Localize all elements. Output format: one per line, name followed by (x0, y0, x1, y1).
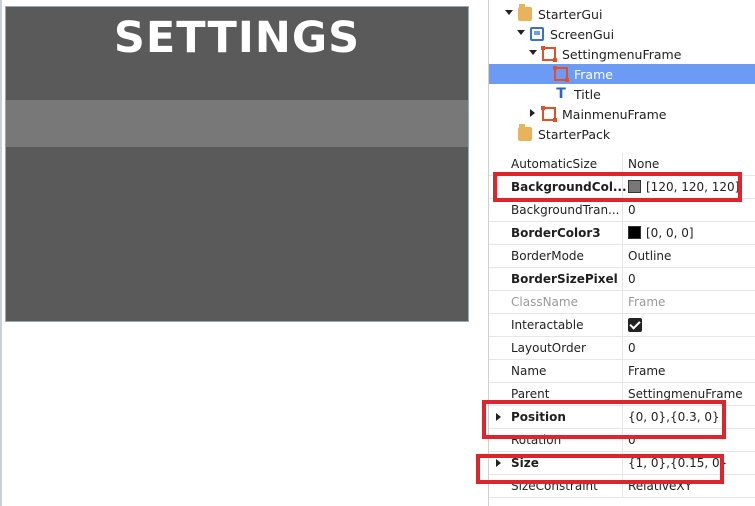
property-value-text: [120, 120, 120] (646, 180, 740, 194)
column-divider (622, 406, 623, 429)
property-name: BorderMode (511, 249, 584, 263)
property-value[interactable]: 0 (628, 272, 636, 286)
property-value[interactable]: [0, 0, 0] (628, 226, 753, 240)
property-value[interactable]: Frame (628, 364, 666, 378)
highlight-position (482, 400, 726, 439)
property-row-name[interactable]: Name Frame (489, 360, 755, 383)
selected-frame[interactable] (6, 100, 468, 147)
game-viewport[interactable]: SETTINGS (0, 0, 488, 506)
property-row-interactable[interactable]: Interactable (489, 314, 755, 337)
highlight-size (476, 454, 724, 484)
property-row-layoutorder[interactable]: LayoutOrder 0 (489, 337, 755, 360)
chevron-right-icon[interactable] (496, 413, 501, 421)
chevron-down-icon[interactable] (505, 10, 513, 15)
property-value[interactable]: {0, 0},{0.3, 0} (628, 410, 720, 424)
folder-icon (518, 4, 532, 21)
tree-item-label: ScreenGui (550, 27, 615, 42)
tree-item-screengui[interactable]: ScreenGui (489, 24, 755, 44)
tree-item-label: StarterPack (538, 127, 611, 142)
tree-item-label: MainmenuFrame (562, 107, 667, 122)
column-divider (622, 222, 623, 245)
properties-panel: AutomaticSize None BackgroundCol... [120… (488, 143, 755, 506)
property-value[interactable]: 0 (628, 203, 636, 217)
property-name: BorderColor3 (511, 226, 601, 240)
tree-item-mainmenuframe[interactable]: MainmenuFrame (489, 104, 755, 124)
column-divider (622, 452, 623, 475)
property-name: BackgroundCol... (511, 180, 627, 194)
property-name: LayoutOrder (511, 341, 586, 355)
tree-item-label: Frame (574, 67, 613, 82)
column-divider (622, 314, 623, 337)
tree-item-label: StarterGui (538, 7, 603, 22)
tree-item-settingmenuframe[interactable]: SettingmenuFrame (489, 44, 755, 64)
tree-item-label: SettingmenuFrame (562, 47, 682, 62)
property-row-classname[interactable]: ClassName Frame (489, 291, 755, 314)
property-name: AutomaticSize (511, 157, 598, 171)
property-name: BackgroundTran... (511, 203, 620, 217)
property-name: Parent (511, 387, 550, 401)
property-row-position[interactable]: Position {0, 0},{0.3, 0} (489, 406, 755, 429)
frame-icon (541, 106, 557, 122)
column-divider (622, 176, 623, 199)
property-value: Frame (628, 295, 666, 309)
chevron-down-icon[interactable] (517, 30, 525, 35)
chevron-right-icon[interactable] (530, 109, 535, 117)
settings-menu-frame[interactable]: SETTINGS (5, 6, 469, 322)
folder-icon (518, 124, 532, 141)
property-row-bordermode[interactable]: BorderMode Outline (489, 245, 755, 268)
property-value[interactable]: SettingmenuFrame (628, 387, 743, 401)
frame-icon (541, 46, 557, 62)
column-divider (622, 337, 623, 360)
color-swatch[interactable] (628, 180, 641, 193)
property-row-size[interactable]: Size {1, 0},{0.15, 0} (489, 452, 755, 475)
explorer-panel: StarterGui ScreenGui SettingmenuFrame Fr… (488, 0, 755, 144)
property-row-backgroundcolor[interactable]: BackgroundCol... [120, 120, 120] (489, 176, 755, 199)
column-divider (622, 199, 623, 222)
property-value[interactable]: 0 (628, 433, 636, 447)
column-divider (622, 475, 623, 498)
property-row-bordercolor3[interactable]: BorderColor3 [0, 0, 0] (489, 222, 755, 245)
column-divider (622, 429, 623, 452)
property-name: Interactable (511, 318, 584, 332)
property-row-parent[interactable]: Parent SettingmenuFrame (489, 383, 755, 406)
property-row-bordersizepixel[interactable]: BorderSizePixel 0 (489, 268, 755, 291)
settings-title: SETTINGS (113, 13, 361, 63)
tree-item-title[interactable]: T Title (489, 84, 755, 104)
interactable-checkbox[interactable] (628, 318, 642, 332)
frame-icon (553, 66, 569, 82)
column-divider (622, 291, 623, 314)
property-row-backgroundtransparency[interactable]: BackgroundTran... 0 (489, 199, 755, 222)
tree-item-frame[interactable]: Frame (489, 64, 755, 84)
property-name: Size (511, 456, 539, 470)
textlabel-icon: T (556, 86, 566, 102)
property-name: ClassName (511, 295, 578, 309)
tree-item-startergui[interactable]: StarterGui (489, 4, 755, 24)
column-divider (622, 383, 623, 406)
viewport-edge (0, 0, 2, 506)
screengui-icon (530, 27, 544, 41)
property-value[interactable]: {1, 0},{0.15, 0} (628, 456, 728, 470)
highlight-backgroundcolor (493, 172, 742, 202)
property-name: Name (511, 364, 547, 378)
column-divider (622, 245, 623, 268)
tree-item-label: Title (574, 87, 601, 102)
tree-item-starterpack[interactable]: StarterPack (489, 124, 755, 144)
property-value[interactable]: Outline (628, 249, 672, 263)
column-divider (622, 268, 623, 291)
property-value-text: [0, 0, 0] (646, 226, 694, 240)
property-name: Position (511, 410, 566, 424)
column-divider (622, 153, 623, 176)
color-swatch[interactable] (628, 226, 641, 239)
property-value[interactable]: None (628, 157, 660, 171)
property-name: BorderSizePixel (511, 272, 618, 286)
chevron-down-icon[interactable] (529, 50, 537, 55)
property-value[interactable]: [120, 120, 120] (628, 180, 753, 194)
property-value[interactable]: 0 (628, 341, 636, 355)
chevron-right-icon[interactable] (496, 459, 501, 467)
column-divider (622, 360, 623, 383)
